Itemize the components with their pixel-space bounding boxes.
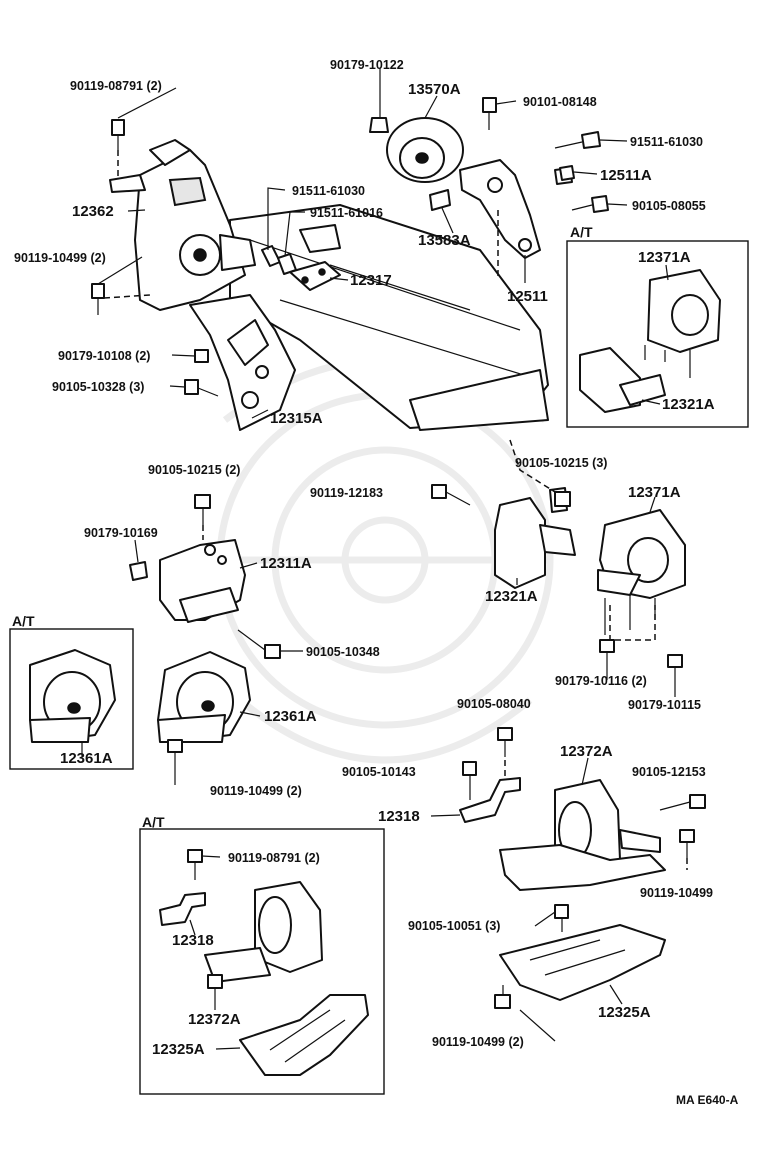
- label-12511a: 12511A: [600, 167, 652, 184]
- label-90179-10169: 90179-10169: [84, 526, 158, 540]
- label-90119-08791-2-top: 90119-08791 (2): [70, 79, 162, 93]
- part-12362-bracket: [109, 139, 256, 311]
- part-12361a-at: [29, 649, 116, 743]
- label-12361a: 12361A: [264, 708, 317, 725]
- label-90105-10348: 90105-10348: [306, 645, 380, 659]
- part-12318: [459, 777, 521, 823]
- label-90119-10499: 90119-10499: [640, 886, 713, 900]
- label-12318-at: 12318: [172, 932, 214, 949]
- part-12371a: [597, 509, 686, 668]
- part-12325a-at: [239, 994, 369, 1076]
- part-12511-bracket: [429, 159, 573, 259]
- label-at-2: A/T: [12, 613, 35, 629]
- label-90105-12153: 90105-12153: [632, 765, 706, 779]
- label-12362: 12362: [72, 203, 114, 220]
- part-12317: [289, 224, 341, 291]
- part-labels: 90119-08791 (2) 12362 90119-10499 (2) 91…: [12, 58, 739, 1107]
- label-12311a: 12311A: [260, 555, 312, 572]
- label-90105-10328-3: 90105-10328 (3): [52, 380, 144, 394]
- label-12321a: 12321A: [485, 588, 538, 605]
- label-91511-61016: 91511-61016: [310, 206, 383, 220]
- part-12371a-at: [579, 269, 721, 413]
- at-box-12361a: [9, 628, 134, 770]
- label-12317: 12317: [350, 272, 392, 289]
- label-90179-10122: 90179-10122: [330, 58, 404, 72]
- label-90179-10108-2: 90179-10108 (2): [58, 349, 150, 363]
- at-box-12371a: [566, 240, 749, 428]
- label-90101-08148: 90101-08148: [523, 95, 597, 109]
- label-90105-10215-2: 90105-10215 (2): [148, 463, 240, 477]
- label-at-3: A/T: [142, 814, 165, 830]
- engine-block: [229, 204, 549, 431]
- label-12511: 12511: [507, 288, 548, 305]
- label-90119-10499-2-top: 90119-10499 (2): [14, 251, 106, 265]
- label-13583a: 13583A: [418, 232, 471, 249]
- label-90119-08791-2-at: 90119-08791 (2): [228, 851, 320, 865]
- part-12315a-bracket: [189, 294, 296, 431]
- label-90105-08055: 90105-08055: [632, 199, 706, 213]
- label-13570a: 13570A: [408, 81, 461, 98]
- label-90119-10499-2-mid: 90119-10499 (2): [210, 784, 302, 798]
- at-box-12372a: [139, 828, 385, 1095]
- diagram-code: MA E640-A: [676, 1093, 739, 1107]
- label-90179-10115: 90179-10115: [628, 698, 701, 712]
- label-90119-12183: 90119-12183: [310, 486, 383, 500]
- part-12372a-at: [159, 881, 323, 983]
- label-91511-61030-left: 91511-61030: [292, 184, 365, 198]
- fasteners: [91, 97, 706, 1009]
- label-90105-10051-3: 90105-10051 (3): [408, 919, 500, 933]
- label-90119-10499-2-bottom: 90119-10499 (2): [432, 1035, 524, 1049]
- part-13570a-idler-pulley: [386, 117, 464, 183]
- label-12371a-at: 12371A: [638, 249, 691, 266]
- label-12321a-at: 12321A: [662, 396, 715, 413]
- label-12325a: 12325A: [598, 1004, 651, 1021]
- part-12311a-bracket: [129, 539, 246, 623]
- bolts-91511: [261, 245, 297, 275]
- label-90105-10215-3: 90105-10215 (3): [515, 456, 607, 470]
- label-12325a-at: 12325A: [152, 1041, 205, 1058]
- label-91511-61030-right: 91511-61030: [630, 135, 703, 149]
- label-90105-10143: 90105-10143: [342, 765, 416, 779]
- label-12371a: 12371A: [628, 484, 681, 501]
- label-12361a-at: 12361A: [60, 750, 113, 767]
- label-12315a: 12315A: [270, 410, 323, 427]
- part-12325a: [499, 924, 666, 1001]
- label-12372a-at: 12372A: [188, 1011, 241, 1028]
- label-90179-10116-2: 90179-10116 (2): [555, 674, 647, 688]
- label-90105-08040: 90105-08040: [457, 697, 531, 711]
- leader-lines: [81, 68, 688, 1050]
- label-12372a: 12372A: [560, 743, 613, 760]
- label-at-1: A/T: [570, 224, 593, 240]
- label-12318: 12318: [378, 808, 420, 825]
- part-12372a: [499, 779, 666, 891]
- part-12361a: [157, 651, 251, 743]
